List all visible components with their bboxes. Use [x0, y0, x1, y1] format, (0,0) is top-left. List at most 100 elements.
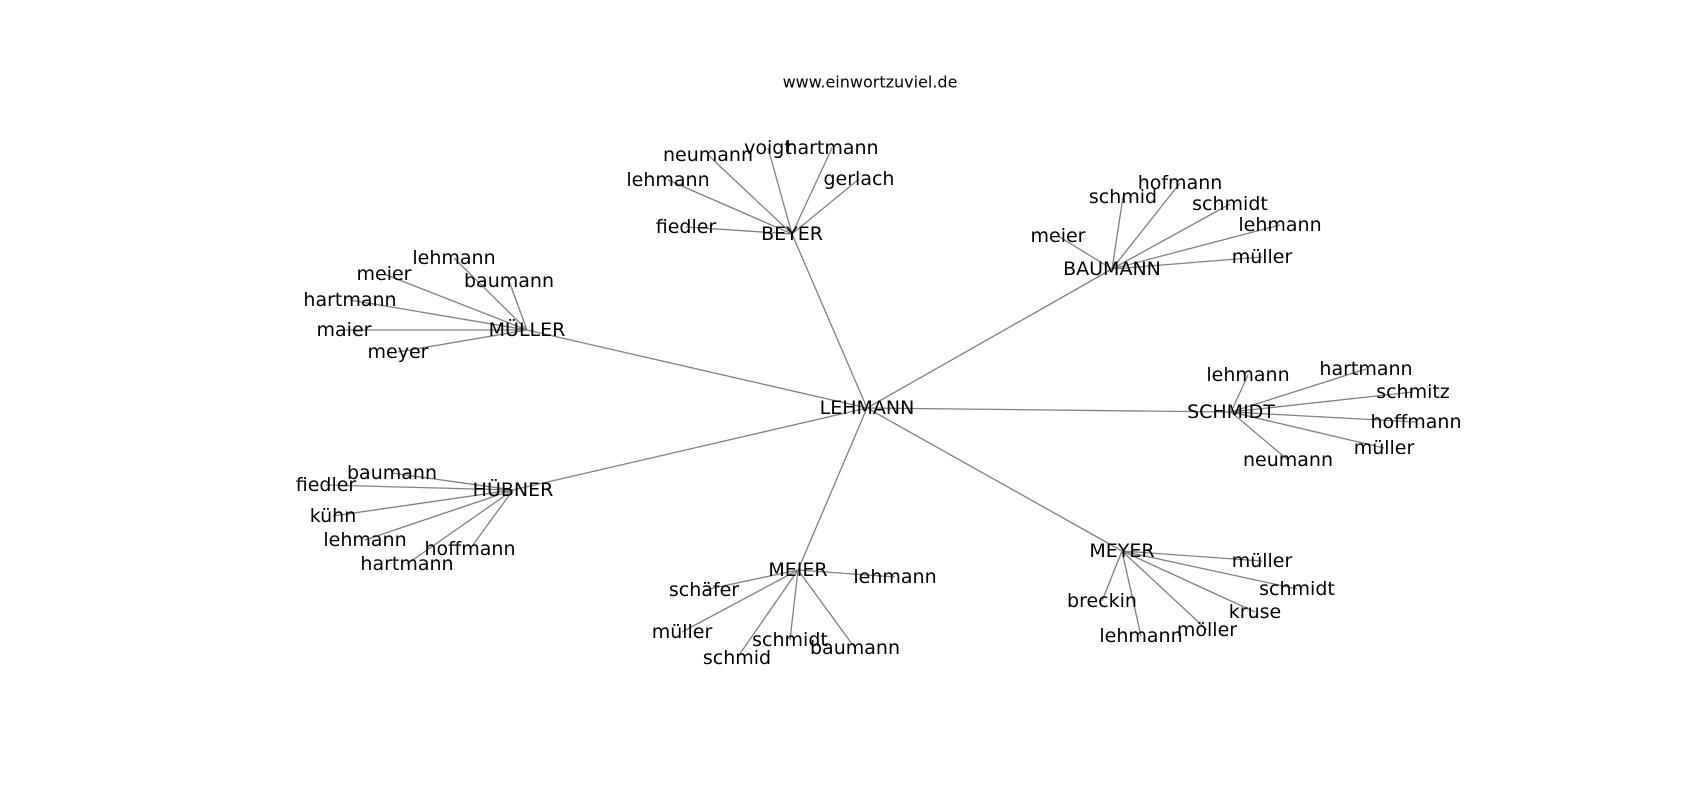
node-leaf: baumann — [347, 462, 437, 484]
node-leaf: möller — [1177, 619, 1237, 641]
node-leaf: gerlach — [824, 168, 895, 190]
node-leaf: lehmann — [1099, 625, 1182, 647]
node-leaf: neumann — [663, 144, 753, 166]
node-hub-meyer: MEYER — [1089, 540, 1154, 562]
edge-meier-leaf — [681, 569, 799, 633]
node-leaf: fiedler — [656, 216, 717, 238]
edge-meyer-leaf — [1121, 550, 1256, 613]
node-leaf: hofmann — [1138, 172, 1223, 194]
edge-schmidt-leaf — [1230, 411, 1417, 423]
edge-beyer-leaf — [707, 154, 793, 235]
edge-schmidt-leaf — [1230, 368, 1367, 413]
edge-beyer-leaf — [685, 226, 793, 235]
node-leaf: schmitz — [1376, 381, 1450, 403]
edge-baumann-leaf — [1111, 224, 1281, 270]
node-leaf: schmid — [703, 647, 771, 669]
edge-meyer-leaf — [1101, 550, 1123, 602]
edge-baumann-leaf — [1057, 235, 1113, 270]
node-leaf: lehmann — [1238, 214, 1321, 236]
node-leaf: müller — [1232, 246, 1293, 268]
node-leaf: lehmann — [412, 247, 495, 269]
node-leaf: lehmann — [323, 529, 406, 551]
node-leaf: breckin — [1067, 590, 1137, 612]
node-hub-baumann: BAUMANN — [1063, 258, 1161, 280]
edge-baumann-leaf — [1111, 256, 1263, 270]
node-hub-beyer: BEYER — [761, 223, 823, 245]
edge-meier-leaf — [736, 569, 799, 659]
edge-mueller-leaf — [453, 257, 528, 331]
edge-meier-leaf — [703, 569, 799, 591]
edge-root-meyer — [866, 407, 1123, 552]
node-leaf: maier — [317, 319, 372, 341]
node-leaf: hartmann — [785, 137, 878, 159]
edge-huebner-leaf — [364, 489, 514, 541]
node-leaf: schmid — [1089, 186, 1157, 208]
edge-meyer-leaf — [1121, 550, 1263, 562]
edge-beyer-leaf — [767, 147, 793, 235]
edge-root-beyer — [791, 233, 868, 409]
edge-schmidt-leaf — [1230, 374, 1249, 413]
node-leaf: müller — [1354, 437, 1415, 459]
edge-root-schmidt — [866, 407, 1232, 413]
edge-huebner-leaf — [391, 472, 514, 491]
node-leaf: kühn — [310, 505, 357, 527]
node-leaf: baumann — [464, 270, 554, 292]
edge-beyer-leaf — [791, 178, 860, 235]
edge-schmidt-leaf — [1230, 411, 1385, 449]
node-leaf: hartmann — [1319, 358, 1412, 380]
node-leaf: meyer — [368, 341, 429, 363]
node-leaf: lehmann — [626, 169, 709, 191]
edge-root-huebner — [512, 407, 868, 491]
edge-mueller-leaf — [508, 280, 528, 331]
node-leaf: meier — [1031, 225, 1086, 247]
node-leaf: schäfer — [669, 579, 739, 601]
node-hub-schmidt: SCHMIDT — [1187, 401, 1275, 423]
edge-huebner-leaf — [325, 484, 514, 491]
node-leaf: lehmann — [853, 566, 936, 588]
node-leaf: hartmann — [303, 289, 396, 311]
node-leaf: müller — [652, 621, 713, 643]
edge-schmidt-leaf — [1230, 391, 1414, 413]
edge-meier-leaf — [789, 569, 799, 641]
edge-meyer-leaf — [1121, 550, 1208, 631]
edge-beyer-leaf — [667, 179, 793, 235]
graph-edges — [325, 147, 1417, 659]
edge-meier-leaf — [797, 569, 896, 578]
edge-mueller-leaf — [397, 329, 528, 353]
edge-beyer-leaf — [791, 147, 833, 235]
node-leaf: hoffmann — [425, 538, 516, 560]
node-leaf: fiedler — [296, 474, 357, 496]
node-leaf: müller — [1232, 550, 1293, 572]
node-leaf: voigt — [744, 137, 792, 159]
node-leaf: hartmann — [360, 553, 453, 575]
node-hub-meier: MEIER — [768, 559, 827, 581]
node-leaf: schmidt — [752, 629, 828, 651]
node-leaf: baumann — [810, 637, 900, 659]
node-leaf: schmidt — [1192, 193, 1268, 215]
edge-mueller-leaf — [349, 299, 528, 331]
edge-baumann-leaf — [1111, 196, 1124, 270]
node-leaf: lehmann — [1206, 364, 1289, 386]
edge-root-meier — [797, 407, 868, 571]
node-leaf: neumann — [1243, 449, 1333, 471]
edge-huebner-leaf — [332, 489, 514, 517]
edge-root-baumann — [866, 268, 1113, 409]
edge-baumann-leaf — [1111, 182, 1181, 270]
node-leaf: hoffmann — [1371, 411, 1462, 433]
edge-schmidt-leaf — [1230, 411, 1289, 461]
node-leaf: kruse — [1229, 601, 1281, 623]
node-hub-huebner: HÜBNER — [473, 478, 554, 501]
edge-baumann-leaf — [1111, 203, 1231, 270]
edge-meyer-leaf — [1121, 550, 1142, 637]
edge-meier-leaf — [797, 569, 856, 649]
edge-huebner-leaf — [406, 489, 514, 565]
edge-huebner-leaf — [469, 489, 514, 550]
node-root: LEHMANN — [820, 397, 915, 419]
page-title: www.einwortzuviel.de — [783, 73, 958, 92]
node-hub-mueller: MÜLLER — [489, 318, 566, 341]
edge-mueller-leaf — [383, 273, 528, 331]
node-leaf: schmidt — [1259, 578, 1335, 600]
node-leaf: meier — [357, 263, 412, 285]
